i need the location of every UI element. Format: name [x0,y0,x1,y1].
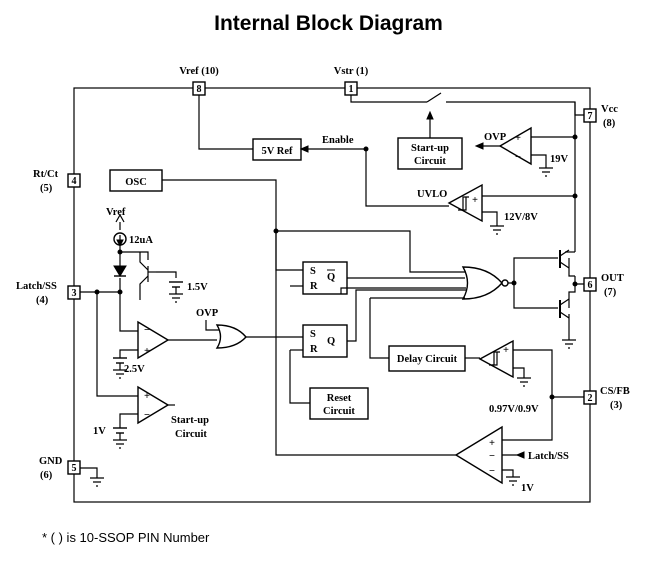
svg-text:Circuit: Circuit [414,156,446,167]
label-12ua: 12uA [129,235,153,246]
svg-text:+: + [515,133,521,144]
svg-text:Rt/Ct: Rt/Ct [33,169,59,180]
reset-circuit-block: Reset Circuit [309,387,369,420]
output-transistor-low [559,298,570,319]
pin-vcc: 7 Vcc (8) [583,104,618,129]
comparator-1v-startup: + − [137,385,170,425]
ground-symbol [90,167,576,487]
wiring [80,92,584,478]
svg-text:−: − [489,451,495,462]
svg-text:−: − [515,152,521,163]
svg-text:+: + [144,391,150,402]
svg-text:2: 2 [588,393,593,404]
svg-text:Vcc: Vcc [601,104,618,115]
label-enable: Enable [322,135,354,146]
label-ovp-gate: OVP [196,308,219,319]
label-1v-left: 1V [93,426,106,437]
label-hysteresis: 0.97V/0.9V [489,404,539,415]
svg-text:7: 7 [588,111,593,122]
comparator-2v5: − + [137,320,170,360]
svg-text:1: 1 [349,84,354,95]
sr-latch-1: S R Q [302,261,348,295]
svg-text:CS/FB: CS/FB [600,386,630,397]
pin-cs-fb: 2 CS/FB (3) [583,386,630,411]
svg-text:OUT: OUT [601,273,624,284]
svg-text:−: − [144,410,150,421]
svg-text:Reset: Reset [327,393,352,404]
pin-latch-ss: 3 Latch/SS (4) [16,281,81,306]
label-1v-bottom: 1V [521,483,534,494]
svg-text:+: + [503,345,509,356]
label-19v: 19V [550,154,569,165]
label-1-5v: 1.5V [187,282,208,293]
hysteresis-comparator: + [478,339,514,379]
ref-5v-block: 5V Ref [252,138,302,161]
nor-gate-output [461,266,509,300]
svg-text:Start-up: Start-up [411,143,449,154]
svg-text:(5): (5) [40,183,53,194]
or-gate-ovp [215,324,247,349]
uvlo-comparator: + [447,183,483,223]
svg-text:R: R [310,344,318,355]
svg-text:(7): (7) [604,287,617,298]
pin-rtct: 4 Rt/Ct (5) [33,169,81,194]
footnote: * ( ) is 10-SSOP PIN Number [42,530,210,545]
svg-text:OSC: OSC [125,177,147,188]
svg-text:Vref (10): Vref (10) [179,66,219,77]
svg-text:Vstr (1): Vstr (1) [334,66,369,77]
svg-text:(3): (3) [610,400,623,411]
junction-dots [94,134,578,400]
startup-circuit-bottom-l2: Circuit [175,429,207,440]
page-title: Internal Block Diagram [214,12,443,35]
label-12v-8v: 12V/8V [504,212,538,223]
ovp-comparator: + − [498,126,532,166]
svg-text:S: S [310,266,316,277]
label-uvlo: UVLO [417,189,447,200]
svg-text:+: + [472,195,478,206]
pin-vref: 8 Vref (10) [179,66,219,96]
sr-latch-2: S R Q [302,324,348,358]
svg-text:8: 8 [197,84,202,95]
startup-circuit-top: Start-up Circuit [397,137,463,170]
pin-out: 6 OUT (7) [583,273,624,298]
battery-symbol [113,357,127,440]
delay-circuit-block: Delay Circuit [388,345,466,372]
osc-block: OSC [109,169,163,192]
label-latch-ss-in: Latch/SS [528,451,569,462]
svg-text:Q: Q [327,336,335,347]
svg-text:4: 4 [72,176,77,187]
svg-text:−: − [489,466,495,477]
pin-vstr: 1 Vstr (1) [334,66,369,96]
svg-text:+: + [489,438,495,449]
svg-text:3: 3 [72,288,77,299]
svg-text:5V Ref: 5V Ref [261,146,293,157]
label-ovp: OVP [484,132,507,143]
svg-text:Q: Q [327,272,335,283]
svg-text:S: S [310,329,316,340]
svg-text:Delay Circuit: Delay Circuit [397,354,458,365]
svg-text:R: R [310,281,318,292]
svg-text:+: + [144,346,150,357]
label-2-5v: 2.5V [124,364,145,375]
startup-circuit-bottom-l1: Start-up [171,415,209,426]
output-transistor-high [559,249,570,269]
svg-text:−: − [144,325,150,336]
svg-text:(4): (4) [36,295,49,306]
svg-text:GND: GND [39,456,63,467]
label-vref: Vref [106,207,126,218]
svg-text:Circuit: Circuit [323,406,355,417]
svg-text:6: 6 [588,280,593,291]
svg-text:(8): (8) [603,118,616,129]
svg-text:(6): (6) [40,470,53,481]
latch-comparator: + − − [454,425,503,485]
svg-text:Latch/SS: Latch/SS [16,281,57,292]
svg-text:5: 5 [72,463,77,474]
